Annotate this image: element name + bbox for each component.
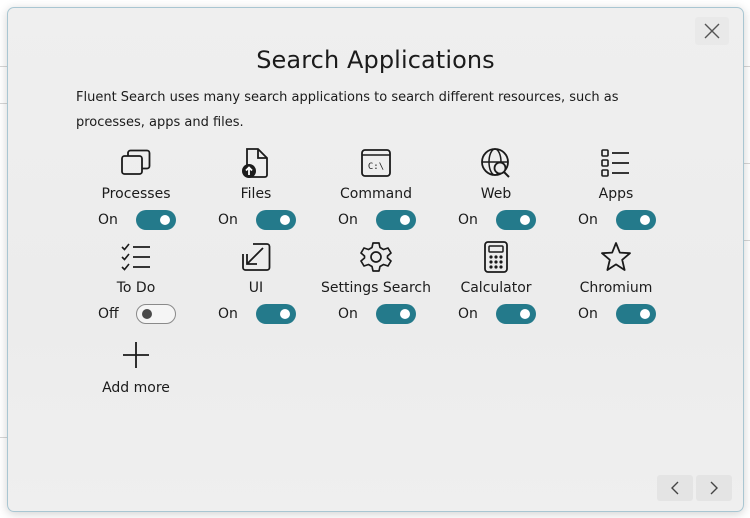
toggle-knob [280, 215, 290, 225]
toggle-state-text: On [338, 306, 358, 322]
list-icon [598, 146, 634, 180]
dialog-title: Search Applications [256, 46, 495, 74]
toggle-knob [640, 215, 650, 225]
file-icon [238, 146, 274, 180]
app-label: Apps [598, 186, 634, 202]
chromium-toggle[interactable] [616, 304, 656, 324]
search-applications-dialog: Search Applications Fluent Search uses m… [7, 7, 744, 512]
applications-row: Processes On Files On C:\ [76, 146, 696, 240]
toggle-knob [520, 309, 530, 319]
chevron-right-icon [710, 481, 718, 495]
app-label: Files [240, 186, 272, 202]
app-web[interactable]: Web On [436, 146, 556, 240]
toggle-state-text: On [578, 212, 598, 228]
app-processes[interactable]: Processes On [76, 146, 196, 240]
to-do-toggle[interactable] [136, 304, 176, 324]
app-chromium[interactable]: Chromium On [556, 240, 676, 334]
chevron-left-icon [671, 481, 679, 495]
toggle-state-text: On [578, 306, 598, 322]
gear-icon [358, 240, 394, 274]
toggle-state-text: On [458, 306, 478, 322]
next-button[interactable] [696, 475, 732, 501]
svg-text:C:\: C:\ [368, 162, 384, 172]
calculator-icon [478, 240, 514, 274]
processes-toggle[interactable] [136, 210, 176, 230]
add-more-button[interactable]: Add more [76, 340, 196, 396]
close-button[interactable] [695, 17, 729, 45]
toggle-knob [520, 215, 530, 225]
app-label: Web [480, 186, 512, 202]
app-files[interactable]: Files On [196, 146, 316, 240]
web-search-icon [478, 146, 514, 180]
toggle-state-text: On [218, 212, 238, 228]
search-applications-grid: Processes On Files On C:\ [76, 146, 696, 334]
toggle-knob [160, 215, 170, 225]
app-calculator[interactable]: Calculator On [436, 240, 556, 334]
app-label: To Do [116, 280, 156, 296]
ui-toggle[interactable] [256, 304, 296, 324]
app-settings-search[interactable]: Settings Search On [316, 240, 436, 334]
app-apps[interactable]: Apps On [556, 146, 676, 240]
previous-button[interactable] [657, 475, 693, 501]
command-toggle[interactable] [376, 210, 416, 230]
background-divider [743, 163, 750, 164]
toggle-knob [640, 309, 650, 319]
web-toggle[interactable] [496, 210, 536, 230]
toggle-state-text: On [338, 212, 358, 228]
star-icon [598, 240, 634, 274]
app-ui[interactable]: UI On [196, 240, 316, 334]
app-label: Processes [101, 186, 171, 202]
app-label: Command [340, 186, 412, 202]
app-label: UI [248, 280, 264, 296]
app-label: Calculator [460, 280, 532, 296]
toggle-knob [142, 309, 152, 319]
toggle-knob [400, 215, 410, 225]
app-command[interactable]: C:\ Command On [316, 146, 436, 240]
settings-search-toggle[interactable] [376, 304, 416, 324]
toggle-state-text: On [98, 212, 118, 228]
dialog-description: Fluent Search uses many search applicati… [76, 90, 619, 130]
ui-arrow-icon [238, 240, 274, 274]
add-more-label: Add more [102, 380, 170, 396]
applications-row: To Do Off UI On Se [76, 240, 696, 334]
app-label: Chromium [579, 280, 653, 296]
processes-icon [118, 146, 154, 180]
toggle-state-text: Off [98, 306, 119, 322]
toggle-knob [280, 309, 290, 319]
files-toggle[interactable] [256, 210, 296, 230]
app-label: Settings Search [321, 280, 431, 296]
plus-icon [123, 342, 149, 368]
command-prompt-icon: C:\ [358, 146, 394, 180]
calculator-toggle[interactable] [496, 304, 536, 324]
background-divider [0, 66, 8, 67]
background-divider [743, 240, 750, 241]
toggle-state-text: On [218, 306, 238, 322]
app-to-do[interactable]: To Do Off [76, 240, 196, 334]
background-divider [743, 66, 750, 67]
apps-toggle[interactable] [616, 210, 656, 230]
background-divider [0, 437, 8, 438]
close-icon [704, 23, 720, 39]
checklist-icon [118, 240, 154, 274]
toggle-knob [400, 309, 410, 319]
background-divider [0, 103, 8, 104]
toggle-state-text: On [458, 212, 478, 228]
